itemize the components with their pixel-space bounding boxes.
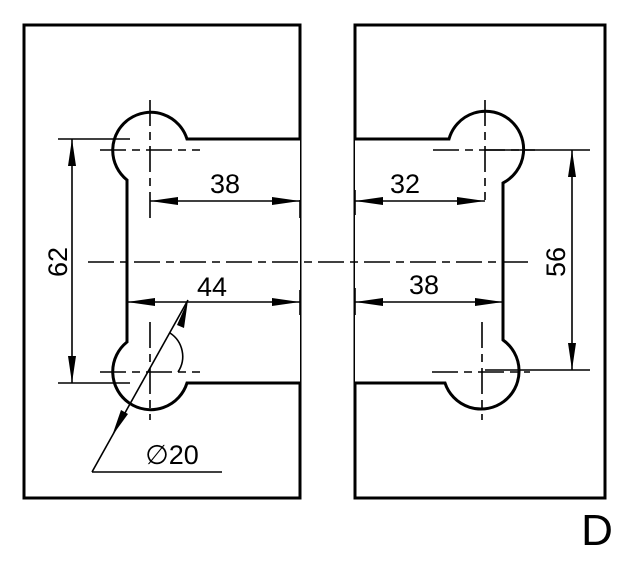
dim-right-height: 56 <box>541 247 571 277</box>
dim-left-bottom-width: 44 <box>197 272 227 302</box>
dim-left-height: 62 <box>43 247 73 277</box>
dim-left-top-width: 38 <box>210 169 240 199</box>
drawing-label: D <box>581 506 613 555</box>
dim-right-top-width: 32 <box>390 169 420 199</box>
dim-right-bottom-width: 38 <box>409 270 439 300</box>
dim-hole-diameter: ∅20 <box>145 440 199 470</box>
dimension-lines <box>58 138 590 473</box>
left-glass-panel <box>22 23 302 500</box>
